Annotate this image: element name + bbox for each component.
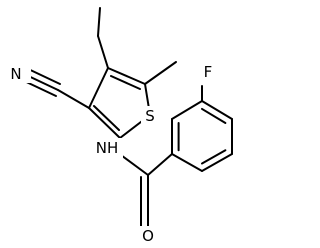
fluorine-label: F (204, 63, 213, 81)
bond-c3-c4 (88, 67, 109, 109)
bond-aryl-inner-2 (201, 107, 227, 124)
bonds (19, 7, 233, 233)
carbonyl-oxygen-label: O (142, 227, 154, 245)
bond-aryl-5 (201, 153, 233, 172)
bond-c2-c3-inner (93, 105, 120, 131)
bond-c4-c5-inner (110, 75, 141, 90)
bond-ethyl-ch3 (97, 7, 101, 37)
bond-aryl-6 (171, 153, 203, 172)
bond-methyl (144, 61, 177, 85)
thiophene-sulfur-label: S (145, 107, 155, 125)
bond-aryl-2 (171, 100, 203, 120)
bond-c4-c5 (107, 67, 146, 85)
nitrile-nitrogen-label: N (10, 65, 21, 83)
bond-aryl-inner-3 (201, 149, 227, 165)
bond-carbonyl-aryl (147, 153, 173, 176)
bond-c2-c3 (88, 107, 121, 139)
bond-ethyl-ch2 (97, 35, 109, 69)
molecule-structure: N S NH O F (10, 7, 233, 246)
bond-aryl-3 (201, 100, 233, 120)
bond-c3-cn (57, 89, 90, 109)
atom-labels: N S NH O F (10, 62, 217, 246)
amide-nh-label: NH (96, 139, 119, 157)
